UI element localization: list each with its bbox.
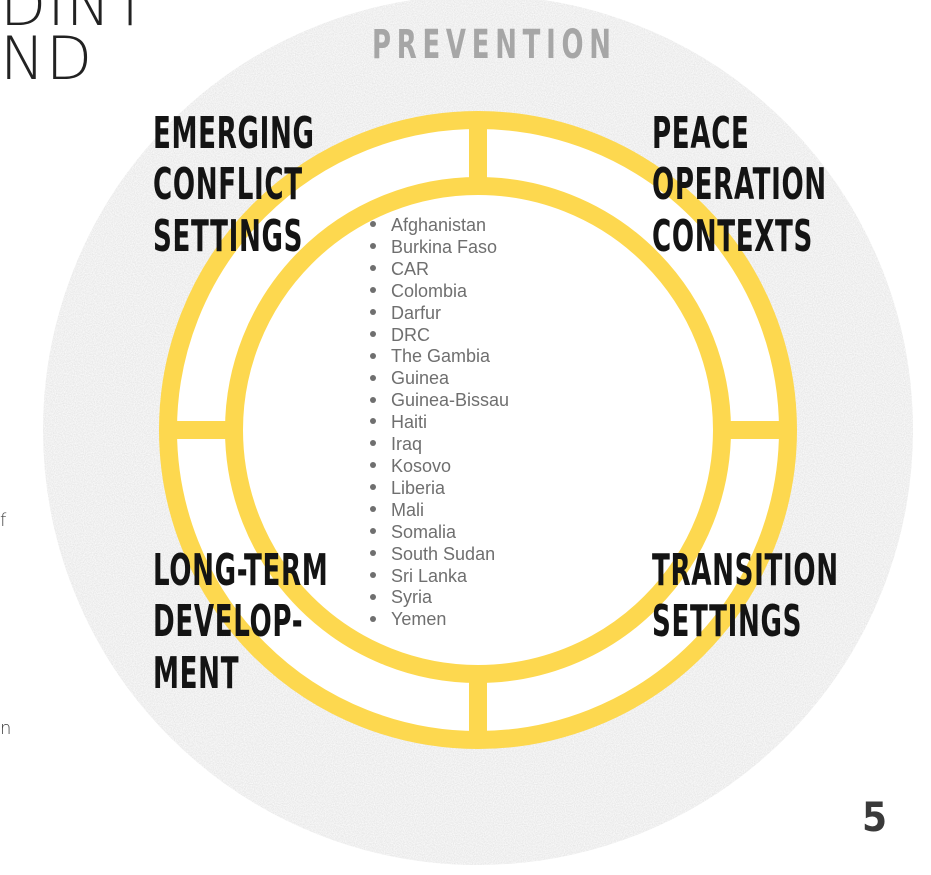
bullet-dot-icon (370, 615, 376, 622)
country-list-item: South Sudan (370, 544, 509, 566)
country-list-item: Darfur (370, 303, 509, 325)
bullet-dot-icon (370, 286, 376, 293)
bullet-dot-icon (370, 462, 376, 469)
quadrant-long-term-development: LONG-TERM DEVELOP- MENT (153, 545, 328, 699)
bullet-dot-icon (370, 308, 376, 315)
country-name: Liberia (391, 477, 446, 498)
slide-title-fragment-1: DINT (0, 0, 150, 40)
country-name: Sri Lanka (391, 565, 468, 586)
country-name: DRC (391, 324, 430, 345)
quadrant-line: MENT (153, 647, 240, 699)
country-name: Syria (391, 587, 433, 608)
country-name: Afghanistan (391, 215, 487, 235)
bullet-dot-icon (370, 330, 376, 337)
country-list-item: Sri Lanka (370, 566, 509, 588)
quadrant-line: SETTINGS (153, 210, 304, 262)
bullet-dot-icon (370, 506, 376, 513)
bullet-dot-icon (370, 549, 376, 556)
quadrant-emerging-conflict-settings: EMERGING CONFLICT SETTINGS (153, 108, 315, 262)
country-name: Yemen (391, 609, 447, 630)
country-name: South Sudan (391, 543, 496, 564)
country-list-item: Liberia (370, 478, 509, 500)
country-list-item: Kosovo (370, 456, 509, 478)
background-halo-ring (43, 0, 913, 865)
country-list-item: DRC (370, 325, 509, 347)
bullet-dot-icon (370, 440, 376, 447)
country-name: Guinea-Bissau (391, 390, 510, 411)
page-number: 5 (862, 795, 888, 841)
quadrant-line: OPERATION (652, 159, 827, 211)
country-list-item: Somalia (370, 522, 509, 544)
country-name: Kosovo (391, 455, 452, 476)
country-name: The Gambia (391, 346, 491, 367)
country-list-item: Syria (370, 587, 509, 609)
prevention-label: PREVENTION (372, 22, 617, 68)
bullet-dot-icon (370, 265, 376, 272)
country-list-item: CAR (370, 259, 509, 281)
country-list-item: Burkina Faso (370, 237, 509, 259)
left-text-fragment-1: f (0, 510, 7, 531)
quadrant-line: PEACE (652, 108, 750, 159)
country-list-item: Mali (370, 500, 509, 522)
country-name: Colombia (391, 280, 468, 301)
quadrant-line: CONFLICT (153, 159, 303, 211)
bullet-dot-icon (370, 243, 376, 250)
bullet-dot-icon (370, 352, 376, 359)
country-list-item: The Gambia (370, 346, 509, 368)
slide-title-fragment-2: ND (0, 24, 94, 94)
quadrant-line: SETTINGS (652, 596, 803, 648)
yellow-ring (159, 111, 797, 749)
bullet-dot-icon (370, 484, 376, 491)
country-name: CAR (391, 258, 430, 279)
country-name: Darfur (391, 302, 442, 323)
bullet-dot-icon (370, 221, 376, 228)
country-name: Mali (391, 499, 425, 520)
country-name: Somalia (391, 521, 457, 542)
quadrant-line: DEVELOP- (153, 596, 304, 648)
bullet-dot-icon (370, 396, 376, 403)
country-list-item: Afghanistan (370, 215, 509, 237)
quadrant-peace-operation-contexts: PEACE OPERATION CONTEXTS (652, 108, 827, 262)
quadrant-line: EMERGING (153, 108, 315, 159)
quadrant-line: CONTEXTS (652, 210, 813, 262)
quadrant-transition-settings: TRANSITION SETTINGS (652, 545, 839, 648)
country-name: Guinea (391, 368, 450, 389)
bullet-dot-icon (370, 418, 376, 425)
country-list-item: Haiti (370, 412, 509, 434)
country-list-item: Yemen (370, 609, 509, 631)
country-list-item: Colombia (370, 281, 509, 303)
country-list-item: Iraq (370, 434, 509, 456)
country-name: Burkina Faso (391, 236, 498, 257)
bullet-dot-icon (370, 527, 376, 534)
country-list-item: Guinea (370, 368, 509, 390)
bullet-dot-icon (370, 571, 376, 578)
bullet-dot-icon (370, 593, 376, 600)
quadrant-line: TRANSITION (652, 545, 839, 596)
country-list-item: Guinea-Bissau (370, 390, 509, 412)
country-name: Iraq (391, 434, 423, 455)
bullet-dot-icon (370, 374, 376, 381)
country-name: Haiti (391, 412, 428, 433)
quadrant-line: LONG-TERM (153, 545, 329, 596)
left-text-fragment-2: n (0, 718, 12, 739)
